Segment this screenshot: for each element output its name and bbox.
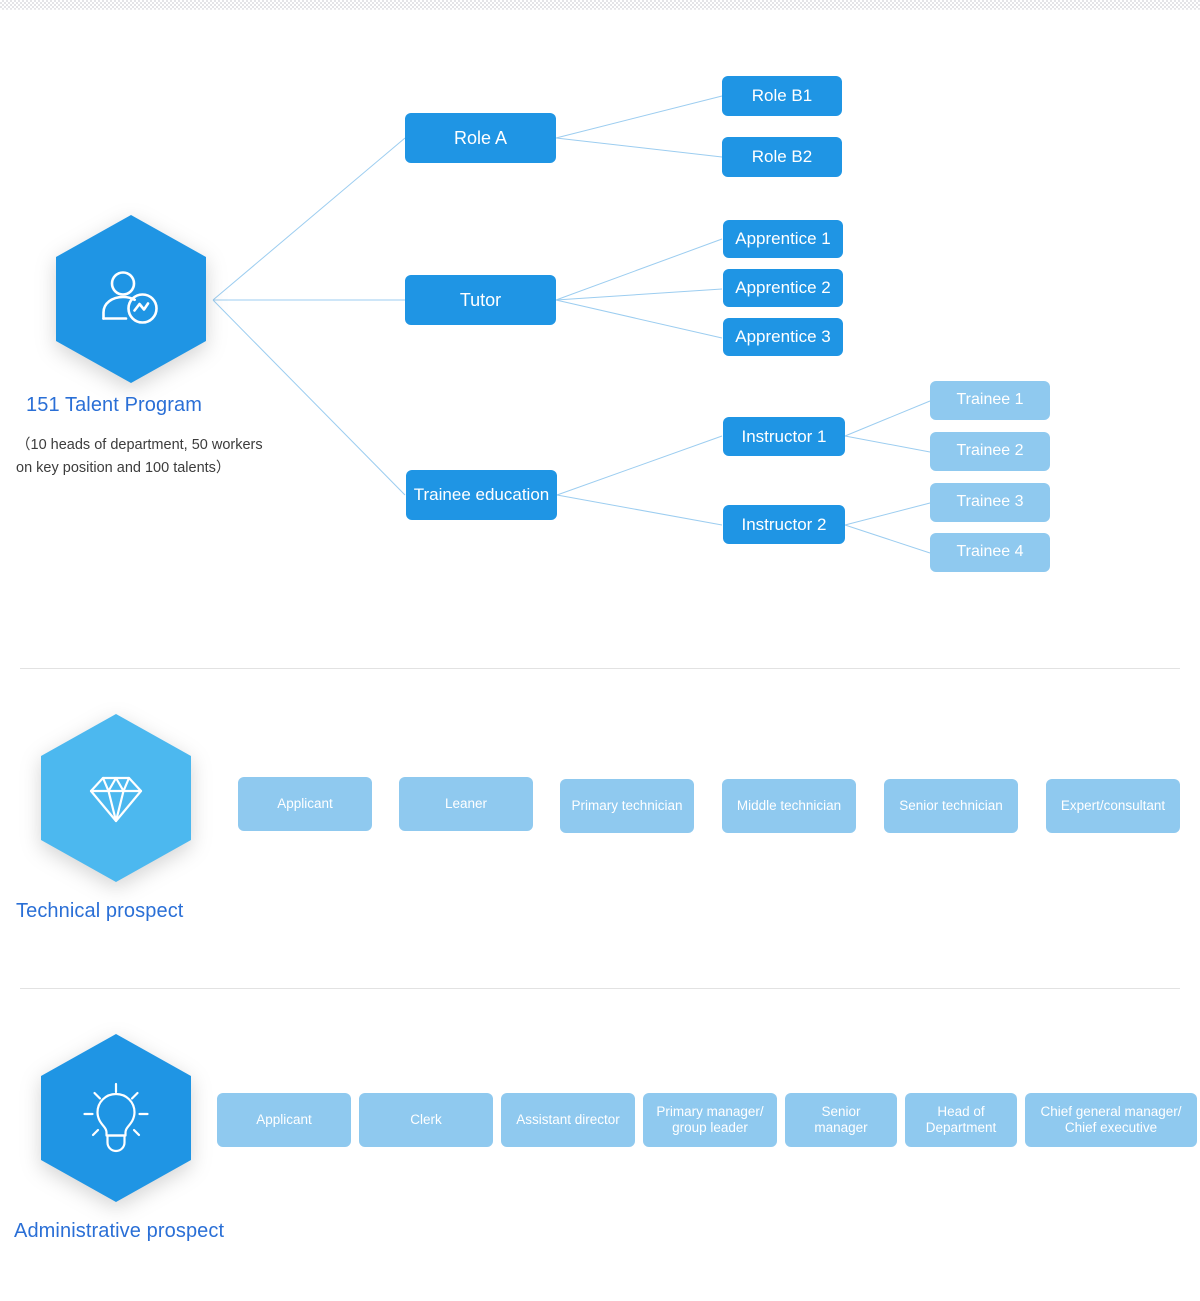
node-instructor-1[interactable]: Instructor 1 bbox=[723, 417, 845, 456]
step-administrative-2[interactable]: Clerk bbox=[359, 1093, 493, 1147]
hex-badge-technical-prospect bbox=[41, 714, 191, 882]
node-trainee-2[interactable]: Trainee 2 bbox=[930, 432, 1050, 471]
step-administrative-3[interactable]: Assistant director bbox=[501, 1093, 635, 1147]
node-instructor-2[interactable]: Instructor 2 bbox=[723, 505, 845, 544]
hex-badge-talent-program bbox=[56, 215, 206, 383]
section-divider-1 bbox=[20, 668, 1180, 669]
section-divider-2 bbox=[20, 988, 1180, 989]
step-administrative-4[interactable]: Primary manager/ group leader bbox=[643, 1093, 777, 1147]
step-technical-2[interactable]: Leaner bbox=[399, 777, 533, 831]
section-subtitle-talent-program: （10 heads of department, 50 workers on k… bbox=[16, 437, 263, 476]
node-apprentice-1[interactable]: Apprentice 1 bbox=[723, 220, 843, 258]
section-title-administrative-prospect: Administrative prospect bbox=[14, 1220, 225, 1242]
person-chart-icon bbox=[102, 271, 158, 324]
step-administrative-6[interactable]: Head of Department bbox=[905, 1093, 1017, 1147]
section-title-talent-program: 151 Talent Program bbox=[26, 394, 202, 416]
top-texture-strip bbox=[0, 0, 1200, 10]
node-trainee-3[interactable]: Trainee 3 bbox=[930, 483, 1050, 522]
node-trainee-education[interactable]: Trainee education bbox=[406, 470, 557, 520]
top-texture-fade bbox=[0, 8, 1200, 14]
step-technical-1[interactable]: Applicant bbox=[238, 777, 372, 831]
section-title-technical-prospect: Technical prospect bbox=[16, 900, 184, 922]
node-trainee-4[interactable]: Trainee 4 bbox=[930, 533, 1050, 572]
hexagon-shape-technical bbox=[41, 714, 191, 882]
node-apprentice-2[interactable]: Apprentice 2 bbox=[723, 269, 843, 307]
step-administrative-5[interactable]: Senior manager bbox=[785, 1093, 897, 1147]
node-role-b2[interactable]: Role B2 bbox=[722, 137, 842, 177]
node-apprentice-3[interactable]: Apprentice 3 bbox=[723, 318, 843, 356]
step-technical-4[interactable]: Middle technician bbox=[722, 779, 856, 833]
diamond-icon bbox=[89, 776, 143, 823]
hexagon-shape-administrative bbox=[41, 1034, 191, 1202]
step-technical-5[interactable]: Senior technician bbox=[884, 779, 1018, 833]
node-role-a[interactable]: Role A bbox=[405, 113, 556, 163]
hex-badge-administrative-prospect bbox=[41, 1034, 191, 1202]
step-administrative-7[interactable]: Chief general manager/ Chief executive bbox=[1025, 1093, 1197, 1147]
hexagon-shape-talent bbox=[56, 215, 206, 383]
step-administrative-1[interactable]: Applicant bbox=[217, 1093, 351, 1147]
node-trainee-1[interactable]: Trainee 1 bbox=[930, 381, 1050, 420]
step-technical-3[interactable]: Primary technician bbox=[560, 779, 694, 833]
lightbulb-icon bbox=[83, 1082, 149, 1153]
node-role-b1[interactable]: Role B1 bbox=[722, 76, 842, 116]
step-technical-6[interactable]: Expert/consultant bbox=[1046, 779, 1180, 833]
node-tutor[interactable]: Tutor bbox=[405, 275, 556, 325]
